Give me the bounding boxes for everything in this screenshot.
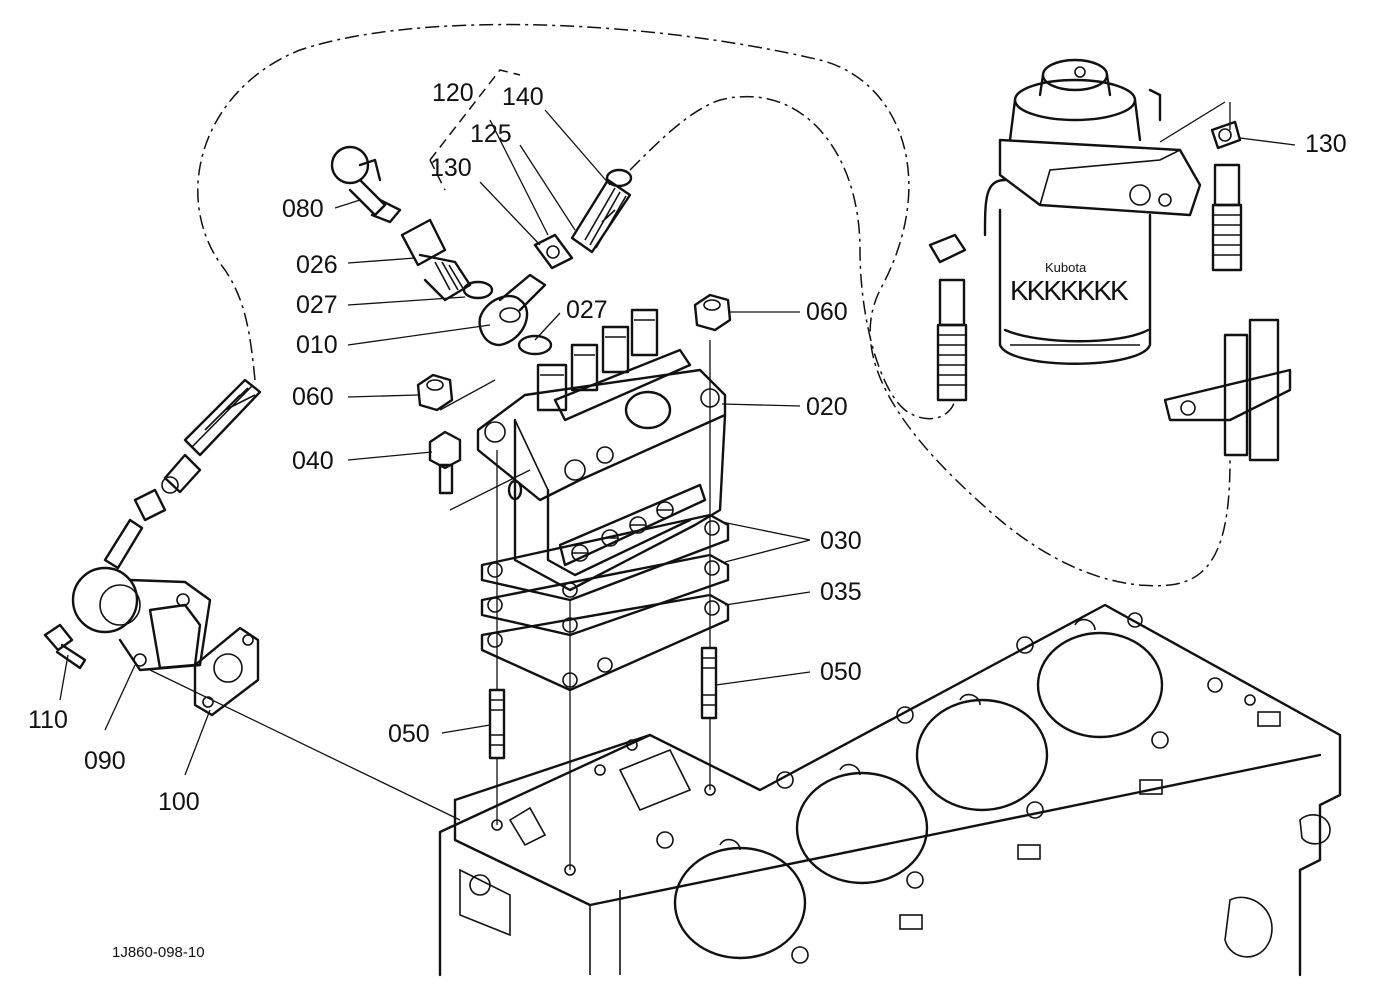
washer-left (462, 280, 494, 300)
callout-labels: 120 140 125 130 080 026 027 027 010 060 … (28, 79, 1347, 816)
flange-nut-left (416, 373, 454, 412)
callout-100: 100 (158, 788, 200, 816)
fuel-filter-assembly: Kubota KKKKKKK (983, 58, 1202, 365)
callout-010: 010 (296, 331, 338, 359)
callout-060-left: 060 (292, 383, 334, 411)
stud-left (488, 688, 506, 760)
filter-hose-right (1210, 120, 1243, 272)
callout-026: 026 (296, 251, 338, 279)
injection-pump (476, 308, 727, 592)
callout-125: 125 (470, 120, 512, 148)
air-bleed-screw (330, 145, 402, 224)
callout-leaders (59, 101, 1296, 776)
cylinder-block (438, 603, 1342, 977)
callout-027-left: 027 (296, 291, 338, 319)
fuel-line-routing (197, 23, 1231, 587)
callout-060-right: 060 (806, 298, 848, 326)
callout-030: 030 (820, 527, 862, 555)
callout-130-right: 130 (1305, 130, 1347, 158)
pump-bolt (43, 623, 87, 670)
callout-090: 090 (84, 747, 126, 775)
fuel-feed-pump (71, 566, 212, 672)
filter-brand-text: Kubota (1045, 260, 1087, 275)
washer-right (517, 334, 553, 356)
callout-050-right: 050 (820, 658, 862, 686)
callout-020: 020 (806, 393, 848, 421)
callout-040: 040 (292, 447, 334, 475)
callout-130-upper: 130 (430, 154, 472, 182)
pump-gasket-plates (480, 513, 730, 692)
alignment-lines (149, 340, 711, 870)
callout-120: 120 (432, 79, 474, 107)
filter-band-text: KKKKKKK (1010, 275, 1129, 306)
joint-bolt (400, 218, 472, 302)
callout-050-left: 050 (388, 720, 430, 748)
hose-holder-bracket (1163, 318, 1292, 462)
hose-clip-upper (533, 233, 574, 270)
pump-mount-bolt (428, 430, 462, 495)
eye-joint (478, 273, 547, 347)
callout-110: 110 (28, 706, 68, 734)
callout-035: 035 (820, 578, 862, 606)
filter-hose-left (928, 233, 968, 402)
callout-140: 140 (502, 83, 544, 111)
diagram-reference-code: 1J860-098-10 (112, 944, 205, 961)
left-fuel-hose (103, 378, 262, 570)
callout-080: 080 (282, 195, 324, 223)
callout-027-right: 027 (566, 296, 608, 324)
flange-nut-right (693, 293, 732, 332)
pump-gasket (193, 626, 260, 717)
stud-right (700, 646, 718, 720)
upper-fuel-hose (570, 168, 633, 254)
